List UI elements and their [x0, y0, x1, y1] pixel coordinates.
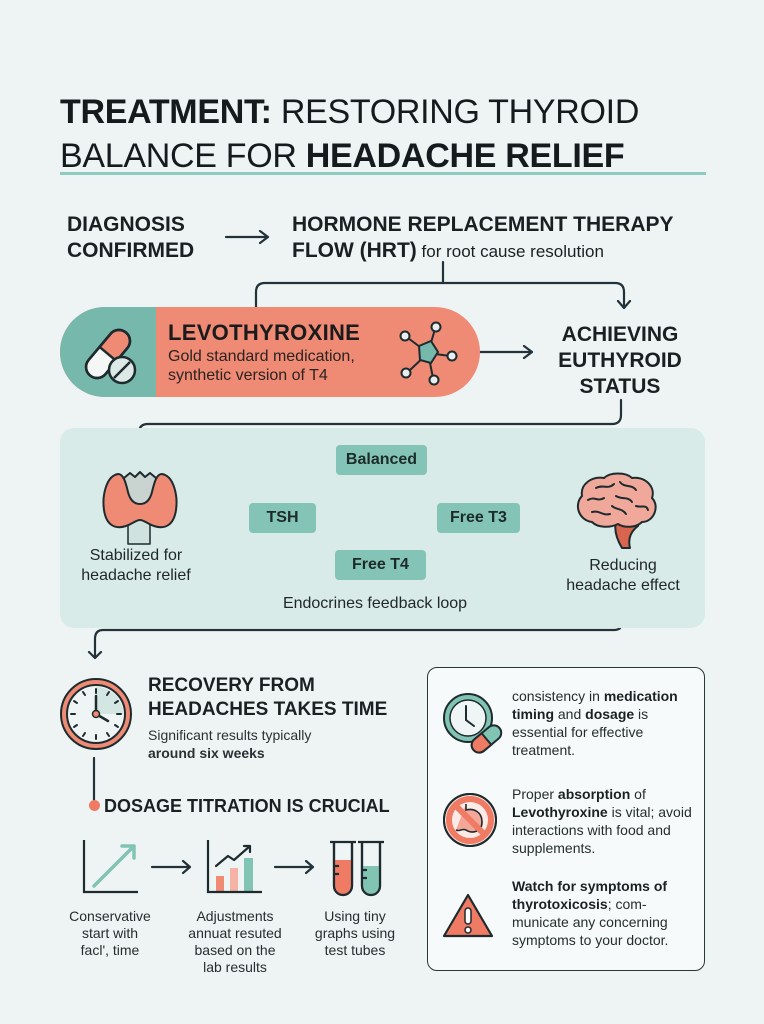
title-regular-2: BALANCE FOR	[60, 137, 306, 175]
tip-1-text: is essential for effective treatment.	[512, 706, 649, 758]
hrt-line-1: HORMONE REPLACEMENT THERAPY	[292, 213, 674, 236]
node-balanced: Balanced	[336, 445, 427, 475]
diagnosis-line-1: DIAGNOSIS	[67, 213, 185, 236]
node-tsh: TSH	[249, 503, 316, 533]
hrt-line-2-bold: FLOW (HRT)	[292, 239, 417, 262]
tip-3-text: ; com-municate any concerning symptoms t…	[512, 896, 669, 948]
recovery-subtext: Significant results typically around six…	[148, 726, 311, 762]
clock-icon	[60, 678, 132, 750]
step-2-line-4: lab results	[203, 959, 267, 975]
tip-absorption: Proper absorption of Levothyroxine is vi…	[512, 785, 692, 857]
tip-1-text: consistency in	[512, 688, 604, 704]
tip-3-bold: Watch for symptoms of thyrotoxicosis	[512, 878, 668, 912]
euthyroid-line-1: ACHIEVING	[561, 323, 679, 346]
recovery-heading: RECOVERY FROM HEADACHES TAKES TIME	[148, 674, 387, 722]
step-3-line-3: test tubes	[324, 942, 386, 958]
euthyroid-status-label: ACHIEVING EUTHYROID STATUS	[540, 322, 700, 400]
tip-1-bold: dosage	[585, 706, 635, 722]
tip-2-bold: absorption	[557, 786, 631, 802]
node-free-t3: Free T3	[437, 503, 520, 533]
step-2-line-3: based on the	[194, 942, 276, 958]
dosage-step-1-caption: Conservative start with facl', time	[55, 908, 165, 959]
dosage-heading: DOSAGE TITRATION IS CRUCIAL	[104, 796, 390, 816]
recovery-sub-line-1: Significant results typically	[148, 727, 312, 743]
step-1-line-2: start with	[81, 925, 138, 941]
brain-caption-line-1: Reducing	[589, 557, 657, 574]
loop-caption: Endocrines feedback loop	[282, 595, 468, 612]
title-divider	[60, 172, 706, 175]
thyroid-gland-icon	[102, 471, 178, 545]
warning-icon	[442, 893, 494, 938]
page-title: TREATMENT: RESTORING THYROID BALANCE FOR…	[60, 90, 720, 178]
recovery-sub-line-2: around six weeks	[148, 745, 265, 761]
dosage-step-3-caption: Using tiny graphs using test tubes	[300, 908, 410, 959]
hrt-flow-heading: HORMONE REPLACEMENT THERAPY FLOW (HRT) f…	[292, 212, 674, 265]
brain-icon	[576, 472, 657, 549]
tip-consistency: consistency in medication timing and dos…	[512, 687, 692, 759]
step-1-line-3: facl', time	[80, 942, 140, 958]
medication-desc-line-2: synthetic version of T4	[168, 367, 328, 384]
molecule-icon	[399, 321, 458, 386]
medication-description: Gold standard medication, synthetic vers…	[168, 347, 355, 385]
thyroid-caption-line-2: headache relief	[81, 567, 191, 584]
clock-pill-icon	[443, 693, 503, 754]
step-1-line-1: Conservative	[69, 908, 151, 924]
thyroid-caption: Stabilized for headache relief	[66, 546, 206, 586]
step-2-line-2: annuat resuted	[188, 925, 282, 941]
timeline-dot	[89, 800, 100, 811]
euthyroid-line-2: EUTHYROID	[558, 349, 682, 372]
pill-capsule-icon	[84, 328, 137, 385]
tip-2-text: is vital; avoid interactions with food a…	[512, 804, 692, 856]
tip-2-text: of	[630, 786, 646, 802]
thyroid-caption-line-1: Stabilized for	[89, 547, 183, 564]
title-bold-2: HEADACHE RELIEF	[305, 137, 625, 175]
title-regular-1: RESTORING THYROID	[271, 93, 640, 131]
step-2-line-1: Adjustments	[196, 908, 274, 924]
hrt-line-2-regular: for root cause resolution	[416, 242, 604, 261]
tip-1-text: and	[554, 706, 586, 722]
recovery-heading-line-1: RECOVERY FROM	[148, 675, 315, 696]
node-free-t4: Free T4	[335, 550, 426, 580]
no-food-icon	[443, 793, 497, 847]
dosage-step-2-caption: Adjustments annuat resuted based on the …	[180, 908, 290, 976]
step-3-line-1: Using tiny	[324, 908, 386, 924]
medication-desc-line-1: Gold standard medication,	[168, 348, 355, 365]
step-3-line-2: graphs using	[314, 925, 396, 941]
line-chart-icon	[82, 840, 138, 894]
euthyroid-line-3: STATUS	[579, 375, 661, 398]
diagnosis-confirmed-label: DIAGNOSIS CONFIRMED	[67, 212, 194, 264]
tip-1-bold: medication timing	[512, 688, 678, 722]
tip-2-bold: Levothyroxine	[512, 804, 608, 820]
brain-caption: Reducing headache effect	[558, 556, 688, 596]
tip-thyrotoxicosis: Watch for symptoms of thyrotoxicosis; co…	[512, 877, 692, 949]
diagnosis-line-2: CONFIRMED	[67, 239, 195, 262]
tip-2-text: Proper	[512, 786, 558, 802]
medication-name: LEVOTHYROXINE	[168, 320, 361, 345]
recovery-heading-line-2: HEADACHES TAKES TIME	[148, 699, 388, 720]
bar-chart-icon	[206, 840, 262, 894]
test-tubes-icon	[330, 840, 384, 897]
title-bold-1: TREATMENT:	[60, 93, 272, 131]
brain-caption-line-2: headache effect	[566, 577, 680, 594]
